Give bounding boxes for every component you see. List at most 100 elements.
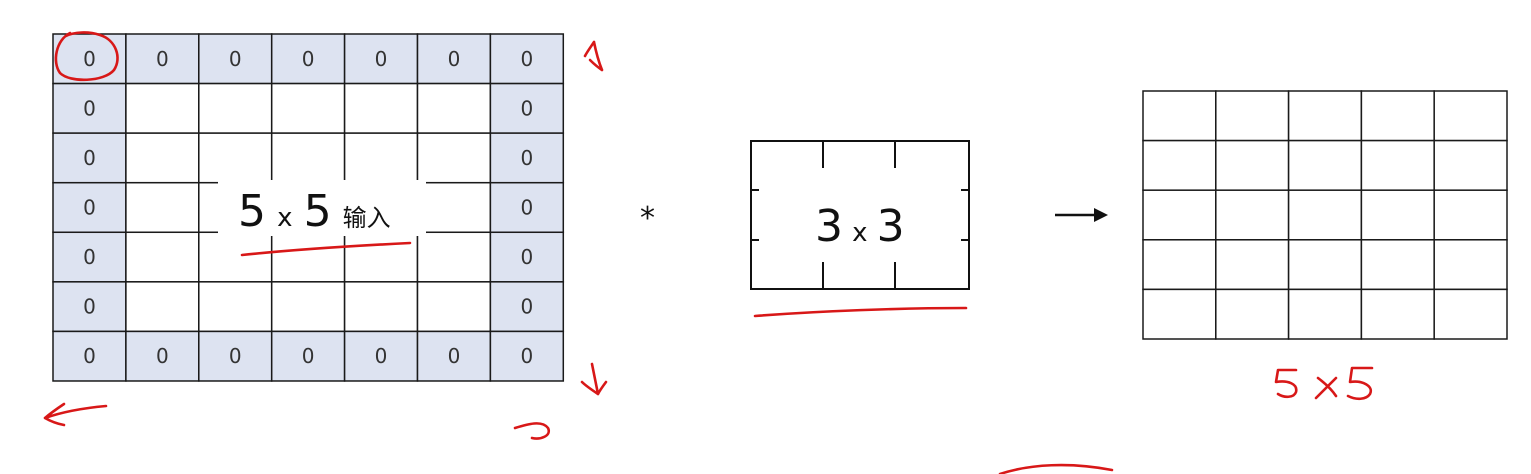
input-cell — [125, 82, 200, 134]
input-cell — [416, 181, 492, 234]
padding-zero-label: 0 — [520, 195, 533, 219]
output-cell — [1142, 189, 1217, 241]
output-cell — [1142, 239, 1217, 291]
output-cell — [1360, 239, 1435, 291]
input-size-a: 5 — [238, 186, 266, 237]
circle-annotation-icon — [54, 31, 119, 82]
padding-cell — [489, 33, 565, 85]
output-grid — [1142, 90, 1508, 340]
padding-cell — [489, 281, 565, 333]
input-cell — [125, 281, 200, 333]
padding-cell — [416, 330, 492, 382]
padding-zero-label: 0 — [520, 245, 533, 269]
handwritten-5-icon — [1346, 366, 1374, 401]
left-arrow-annotation-icon — [43, 402, 108, 427]
output-cell — [1142, 139, 1217, 191]
padding-cell — [343, 33, 419, 85]
result-arrow-icon — [1055, 208, 1108, 222]
padding-zero-label: 0 — [229, 47, 242, 71]
output-cell — [1287, 139, 1363, 191]
kernel-box: 3 x 3 — [750, 140, 970, 290]
input-cell — [343, 82, 419, 134]
padding-cell — [343, 330, 419, 382]
padding-zero-label: 0 — [83, 146, 96, 170]
input-cell — [125, 181, 200, 234]
input-cell — [198, 132, 273, 184]
up-arrow-annotation-icon — [583, 40, 604, 72]
padding-zero-label: 0 — [520, 146, 533, 170]
padding-zero-label: 0 — [302, 344, 315, 368]
input-cell — [125, 132, 200, 184]
padding-zero-label: 0 — [302, 47, 315, 71]
output-cell — [1215, 90, 1290, 142]
padding-cell — [489, 231, 565, 283]
output-cell — [1142, 90, 1217, 142]
output-cell — [1433, 239, 1508, 291]
input-cell — [343, 281, 419, 333]
input-cell — [198, 281, 273, 333]
output-cell — [1287, 288, 1363, 340]
output-cell — [1360, 288, 1435, 340]
input-cell — [416, 82, 492, 134]
input-size-label: 5 x 5 输入 — [238, 186, 391, 237]
kernel-size-times: x — [852, 218, 867, 248]
padding-zero-label: 0 — [448, 47, 461, 71]
padding-zero-label: 0 — [156, 344, 169, 368]
input-cell — [416, 231, 492, 283]
output-cell — [1433, 189, 1508, 241]
underline-annotation-icon — [240, 241, 412, 257]
input-cell — [270, 82, 346, 134]
input-cell — [416, 132, 492, 184]
handwritten-5-icon — [1274, 368, 1298, 399]
padding-cell — [198, 33, 273, 85]
padding-zero-label: 0 — [83, 96, 96, 120]
output-cell — [1433, 139, 1508, 191]
input-size-times: x — [277, 203, 292, 233]
padding-zero-label: 0 — [520, 344, 533, 368]
padding-zero-label: 0 — [375, 47, 388, 71]
padding-zero-label: 0 — [83, 47, 96, 71]
input-cell — [270, 281, 346, 333]
right-hook-annotation-icon — [513, 422, 551, 440]
kernel-size-b: 3 — [877, 201, 905, 252]
padding-cell — [489, 132, 565, 184]
padding-cell — [52, 330, 127, 382]
input-size-suffix: 输入 — [343, 204, 391, 232]
output-cell — [1142, 288, 1217, 340]
output-cell — [1287, 189, 1363, 241]
kernel-frame — [750, 140, 970, 290]
output-cell — [1287, 90, 1363, 142]
padding-zero-label: 0 — [83, 295, 96, 319]
kernel-size-a: 3 — [815, 201, 843, 252]
padding-zero-label: 0 — [83, 195, 96, 219]
padding-zero-label: 0 — [83, 245, 96, 269]
padding-zero-label: 0 — [520, 96, 533, 120]
input-cell — [343, 132, 419, 184]
output-cell — [1433, 90, 1508, 142]
underline-annotation-icon — [753, 306, 968, 318]
input-cell — [125, 231, 200, 283]
input-cell — [270, 132, 346, 184]
input-cell — [270, 231, 346, 283]
input-label-background — [218, 180, 426, 236]
padding-zero-label: 0 — [375, 344, 388, 368]
input-cell — [198, 82, 273, 134]
padding-zero-label: 0 — [156, 47, 169, 71]
convolution-operator: * — [640, 201, 655, 236]
padding-zero-label: 0 — [448, 344, 461, 368]
padding-zero-label: 0 — [520, 47, 533, 71]
padding-cell — [52, 181, 127, 234]
padding-cell — [270, 330, 346, 382]
output-cell — [1215, 189, 1290, 241]
padding-zero-label: 0 — [520, 295, 533, 319]
output-cell — [1215, 288, 1290, 340]
output-cell — [1215, 239, 1290, 291]
padding-cell — [489, 181, 565, 234]
input-cell — [343, 231, 419, 283]
padding-cell — [489, 330, 565, 382]
output-cell — [1287, 239, 1363, 291]
padding-cell — [52, 82, 127, 134]
output-cell — [1360, 139, 1435, 191]
down-arrow-annotation-icon — [580, 362, 608, 396]
